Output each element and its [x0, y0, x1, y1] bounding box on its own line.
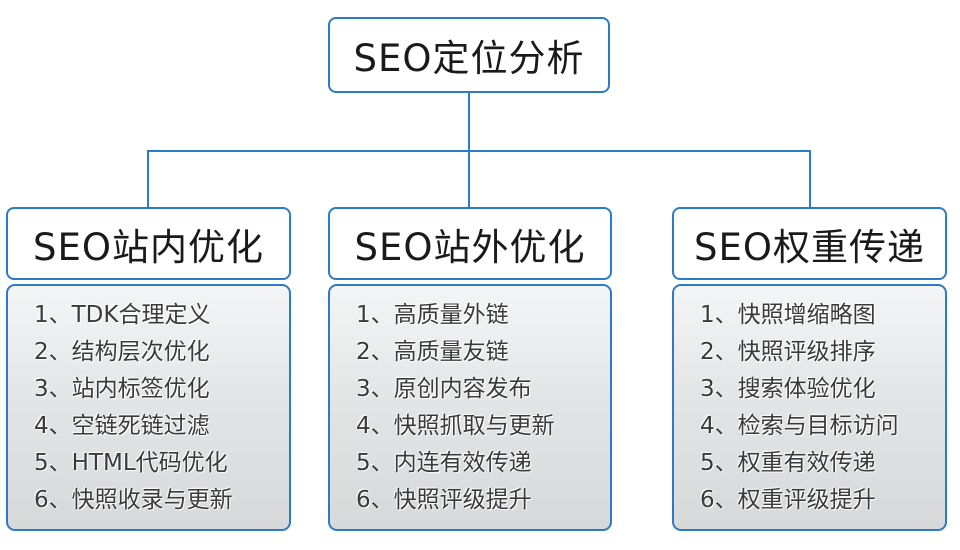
list-offsite-optimization: 1、高质量外链 2、高质量友链 3、原创内容发布 4、快照抓取与更新 5、内连有…: [328, 284, 612, 531]
list-item: 6、快照收录与更新: [34, 487, 233, 513]
list-item: 6、快照评级提升: [356, 487, 532, 513]
list-item: 3、搜索体验优化: [700, 376, 876, 402]
list-item: 2、高质量友链: [356, 339, 509, 365]
list-item: 2、结构层次优化: [34, 339, 210, 365]
node-offsite-optimization: SEO站外优化: [328, 207, 612, 280]
node-onsite-optimization: SEO站内优化: [6, 207, 291, 280]
list-weight-transfer: 1、快照增缩略图 2、快照评级排序 3、搜索体验优化 4、检索与目标访问 5、权…: [672, 284, 947, 531]
node-weight-transfer-label: SEO权重传递: [694, 225, 925, 269]
list-item: 5、HTML代码优化: [34, 450, 228, 476]
list-item: 2、快照评级排序: [700, 339, 876, 365]
list-item: 5、内连有效传递: [356, 450, 532, 476]
item-list: 1、快照增缩略图 2、快照评级排序 3、搜索体验优化 4、检索与目标访问 5、权…: [700, 297, 937, 519]
node-offsite-optimization-label: SEO站外优化: [354, 225, 586, 269]
node-weight-transfer: SEO权重传递: [672, 207, 947, 280]
item-list: 1、高质量外链 2、高质量友链 3、原创内容发布 4、快照抓取与更新 5、内连有…: [356, 297, 602, 519]
list-item: 6、权重评级提升: [700, 487, 876, 513]
list-item: 1、快照增缩略图: [700, 302, 876, 328]
list-item: 4、检索与目标访问: [700, 413, 899, 439]
list-onsite-optimization: 1、TDK合理定义 2、结构层次优化 3、站内标签优化 4、空链死链过滤 5、H…: [6, 284, 291, 531]
connector-horizontal-bar: [147, 150, 811, 152]
list-item: 5、权重有效传递: [700, 450, 876, 476]
connector-right-vertical: [809, 150, 811, 208]
node-onsite-optimization-label: SEO站内优化: [33, 225, 264, 269]
list-item: 3、站内标签优化: [34, 376, 210, 402]
list-item: 4、空链死链过滤: [34, 413, 210, 439]
list-item: 1、高质量外链: [356, 302, 509, 328]
list-item: 1、TDK合理定义: [34, 302, 211, 328]
list-item: 4、快照抓取与更新: [356, 413, 555, 439]
list-item: 3、原创内容发布: [356, 376, 532, 402]
node-root-label: SEO定位分析: [353, 37, 585, 80]
node-root: SEO定位分析: [328, 17, 610, 93]
connector-left-vertical: [147, 150, 149, 208]
item-list: 1、TDK合理定义 2、结构层次优化 3、站内标签优化 4、空链死链过滤 5、H…: [34, 297, 281, 519]
